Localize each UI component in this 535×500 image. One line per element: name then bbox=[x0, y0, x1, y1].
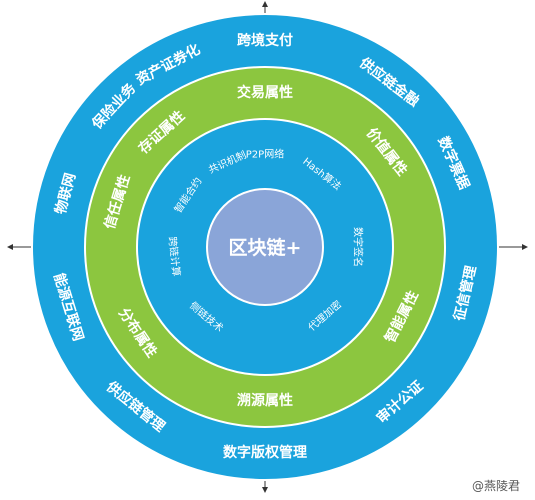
inner-ring-label-5: 跨链计算 bbox=[166, 236, 183, 277]
middle-ring-label-0: 交易属性 bbox=[237, 84, 293, 101]
watermark: @燕陵君 bbox=[472, 479, 520, 493]
inner-ring-label-0: P2P网络 bbox=[246, 148, 284, 161]
outer-ring-label-0: 跨境支付 bbox=[237, 32, 293, 49]
center-label: 区块链+ bbox=[229, 236, 302, 259]
center-circle bbox=[206, 188, 324, 306]
middle-ring-label-3: 溯源属性 bbox=[237, 392, 293, 409]
outer-ring-label-5: 数字版权管理 bbox=[223, 444, 307, 461]
inner-ring-label-2: 数字签名 bbox=[352, 227, 365, 267]
